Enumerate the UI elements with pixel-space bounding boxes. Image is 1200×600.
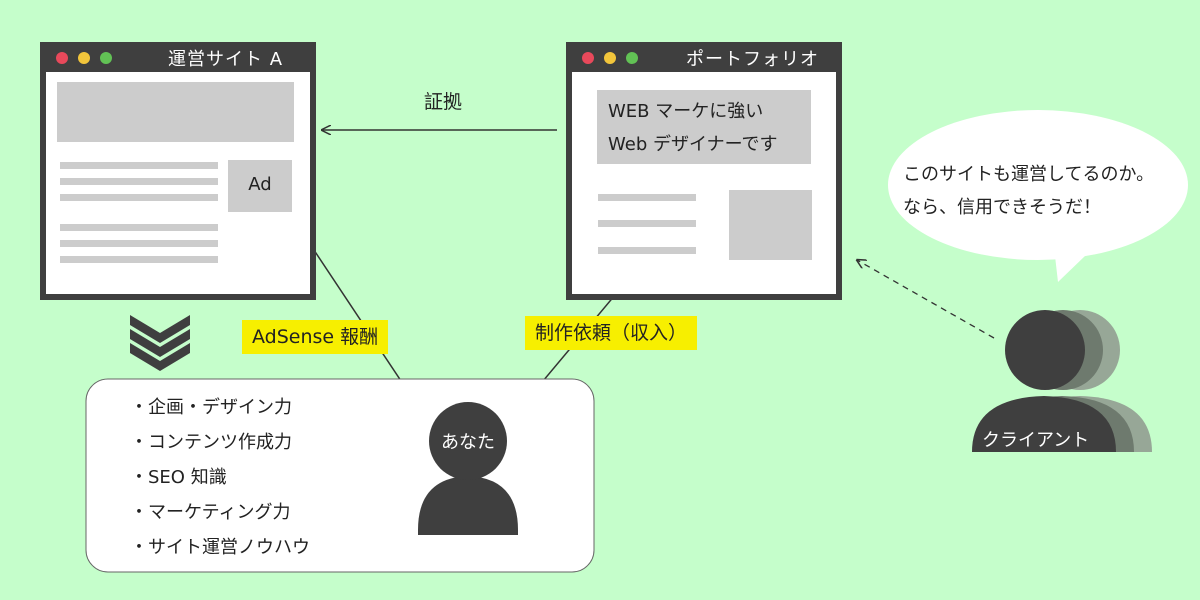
client-label: クライアント — [982, 430, 1090, 451]
portfolio-text-line — [598, 194, 696, 201]
site-text-line — [60, 178, 218, 185]
speech-line2: なら、信用できそうだ！ — [903, 197, 1101, 218]
chevron-down-icon — [130, 315, 190, 371]
portfolio-window-titlebar: ポートフォリオ — [566, 42, 842, 72]
client-person-icon — [972, 310, 1152, 452]
you-person-icon — [418, 402, 518, 535]
minimize-dot-icon — [78, 52, 90, 64]
site-text-line — [60, 162, 218, 169]
portfolio-window: ポートフォリオ WEB マーケに強い Web デザイナーです — [566, 42, 842, 300]
site-text-line — [60, 194, 218, 201]
minimize-dot-icon — [604, 52, 616, 64]
ad-label: Ad — [248, 174, 272, 195]
evidence-label: 証拠 — [424, 91, 463, 113]
adsense-label: AdSense 報酬 — [242, 320, 389, 354]
site-hero-placeholder — [57, 82, 294, 142]
portfolio-window-title: ポートフォリオ — [686, 49, 819, 70]
client-arrow — [857, 260, 995, 339]
skill-item: ・マーケティング力 — [130, 502, 291, 523]
portfolio-headline-line2: Web デザイナーです — [608, 134, 778, 155]
portfolio-headline-line1: WEB マーケに強い — [608, 101, 764, 122]
skill-item: ・企画・デザイン力 — [130, 397, 292, 418]
site-text-line — [60, 224, 218, 231]
ad-box: Ad — [228, 160, 292, 212]
site-text-line — [60, 256, 218, 263]
portfolio-text-line — [598, 247, 696, 254]
site-window: 運営サイト A Ad — [40, 42, 316, 300]
portfolio-text-line — [598, 220, 696, 227]
close-dot-icon — [56, 52, 68, 64]
site-window-titlebar: 運営サイト A — [40, 42, 316, 72]
speech-bubble — [888, 110, 1188, 282]
site-window-title: 運営サイト A — [168, 49, 284, 70]
portfolio-headline-box: WEB マーケに強い Web デザイナーです — [597, 90, 811, 164]
you-label: あなた — [441, 432, 495, 453]
skill-item: ・SEO 知識 — [130, 467, 227, 488]
skill-item: ・コンテンツ作成力 — [130, 432, 292, 453]
maximize-dot-icon — [626, 52, 638, 64]
site-text-line — [60, 240, 218, 247]
close-dot-icon — [582, 52, 594, 64]
maximize-dot-icon — [100, 52, 112, 64]
skill-item: ・サイト運営ノウハウ — [130, 537, 310, 558]
portfolio-image-placeholder — [729, 190, 812, 260]
speech-line1: このサイトも運営してるのか。 — [903, 164, 1155, 185]
request-label: 制作依頼（収入） — [525, 316, 698, 350]
